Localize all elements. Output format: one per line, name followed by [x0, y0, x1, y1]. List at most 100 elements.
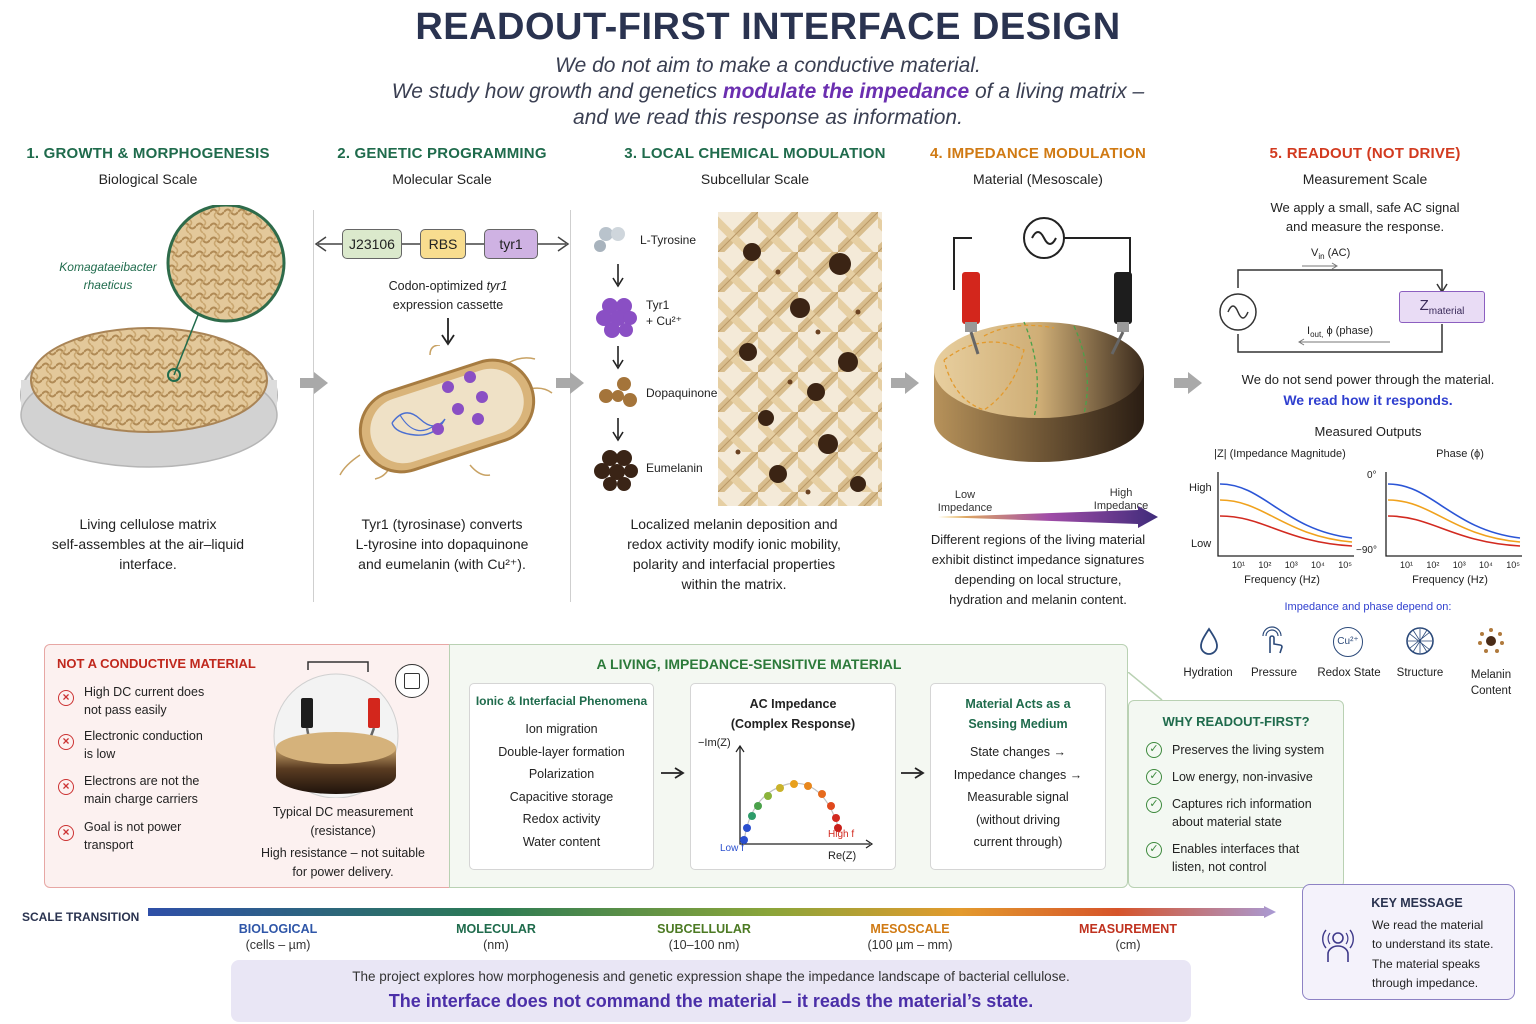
footer-line-1: The project explores how morphogenesis a… [352, 969, 1070, 984]
col1-title: 1. GROWTH & MORPHOGENESIS [26, 145, 270, 162]
measured-outputs-title: Measured Outputs [1314, 424, 1422, 439]
phase-x-label: Frequency (Hz) [1412, 574, 1488, 586]
subtitle-line-2: We study how growth and genetics modulat… [391, 80, 1145, 103]
step-arrow-icon [1174, 372, 1202, 394]
touch-icon [1262, 626, 1283, 654]
cu-icon: Cu²⁺ [1333, 627, 1363, 657]
magnitude-chart-title: |Z| (Impedance Magnitude) [1214, 448, 1346, 460]
scale-stop-molecular: MOLECULAR [456, 922, 536, 936]
col2-title: 2. GENETIC PROGRAMMING [337, 145, 547, 162]
im-axis-label: −Im(Z) [698, 737, 731, 749]
chemical-pathway-icons [594, 227, 638, 491]
why-item: Preserves the living system [1172, 743, 1325, 757]
check-circle-icon: ✓ [1146, 842, 1162, 858]
listening-person-icon [1322, 929, 1354, 962]
sensing-medium-box [930, 683, 1106, 870]
key-message-panel [1302, 884, 1515, 1000]
phase-neg90-label: −90° [1356, 545, 1377, 556]
check-circle-icon: ✓ [1146, 797, 1162, 813]
why-readout-first-panel [1128, 700, 1344, 888]
chem-l-tyrosine: L-Tyrosine [640, 233, 697, 247]
col5-scale: Measurement Scale [1302, 171, 1428, 187]
key-message-title: KEY MESSAGE [1371, 896, 1463, 910]
read-response-text: We read how it responds. [1283, 392, 1453, 408]
scale-stop-measurement: MEASUREMENT [1079, 922, 1177, 936]
x-circle-icon: × [58, 734, 74, 750]
magnitude-mini-chart [1217, 472, 1354, 557]
nyquist-plot [735, 744, 874, 849]
chem-tyr1: Tyr1+ Cu²⁺ [646, 298, 683, 328]
phase-mini-chart [1385, 472, 1522, 557]
mag-high-label: High [1189, 482, 1212, 494]
divider [313, 210, 314, 602]
scale-unit-biological: (cells – µm) [245, 938, 311, 952]
ionic-phenomena-box [469, 683, 654, 870]
living-material-title: A LIVING, IMPEDANCE-SENSITIVE MATERIAL [596, 656, 902, 672]
scale-unit-mesoscale: (100 µm – mm) [867, 938, 953, 952]
col4-scale: Material (Mesoscale) [973, 171, 1103, 187]
phase-chart-title: Phase (ϕ) [1436, 448, 1484, 460]
drop-icon [1200, 627, 1218, 655]
x-circle-icon: × [58, 825, 74, 841]
check-circle-icon: ✓ [1146, 742, 1162, 758]
dc-measurement-illustration [273, 661, 399, 798]
ac-impedance-box [690, 683, 896, 870]
highlight-text: modulate the impedance [722, 80, 970, 103]
col3-title: 3. LOCAL CHEMICAL MODULATION [624, 145, 886, 162]
dc-caption: Typical DC measurement(resistance) [272, 805, 414, 838]
ohmmeter-icon [395, 664, 429, 698]
scale-gradient-bar [148, 906, 1276, 918]
subtitle-line-1: We do not aim to make a conductive mater… [555, 54, 981, 77]
chem-eumelanin: Eumelanin [646, 461, 703, 475]
factor-structure-label: Structure [1396, 667, 1444, 679]
factor-redox-label: Redox State [1317, 667, 1381, 679]
high-f-label: High f [828, 829, 855, 840]
factor-hydration-label: Hydration [1183, 667, 1233, 679]
no-power-text: We do not send power through the materia… [1241, 372, 1495, 387]
scale-unit-subcellular: (10–100 nm) [668, 938, 740, 952]
measurement-circuit [1219, 262, 1448, 353]
gene-rbs: RBS [420, 229, 466, 259]
low-f-label: Low f [720, 843, 744, 854]
iout-label: Iout, ϕ (phase) [1307, 325, 1373, 340]
step-arrow-icon [300, 372, 328, 394]
page-title: READOUT-FIRST INTERFACE DESIGN [415, 6, 1121, 48]
step-arrow-icon [556, 372, 584, 394]
col2-scale: Molecular Scale [392, 171, 492, 187]
bacterium-illustration [339, 345, 553, 480]
col4-title: 4. IMPEDANCE MODULATION [930, 145, 1146, 162]
scale-stop-mesoscale: MESOSCALE [870, 922, 950, 936]
why-title: WHY READOUT-FIRST? [1162, 714, 1310, 729]
subtitle-line-3: and we read this response as information… [573, 106, 963, 129]
right-arrow-icon [901, 767, 925, 779]
mag-x-label: Frequency (Hz) [1244, 574, 1320, 586]
footer-line-2: The interface does not command the mater… [388, 991, 1034, 1011]
right-arrow-icon [661, 767, 685, 779]
check-circle-icon: ✓ [1146, 769, 1162, 785]
ac-impedance-title: AC Impedance(Complex Response) [730, 697, 856, 731]
scale-stop-biological: BIOLOGICAL [238, 922, 318, 936]
col4-description: Different regions of the living material… [930, 532, 1146, 607]
step-arrow-icon [891, 372, 919, 394]
phase-zero-label: 0° [1367, 470, 1377, 481]
impedance-gradient-arrow [938, 506, 1158, 528]
mesh-icon [1406, 627, 1434, 655]
mag-low-label: Low [1191, 538, 1212, 550]
x-circle-icon: × [58, 690, 74, 706]
gene-promoter-j23106: J23106 [342, 229, 402, 259]
